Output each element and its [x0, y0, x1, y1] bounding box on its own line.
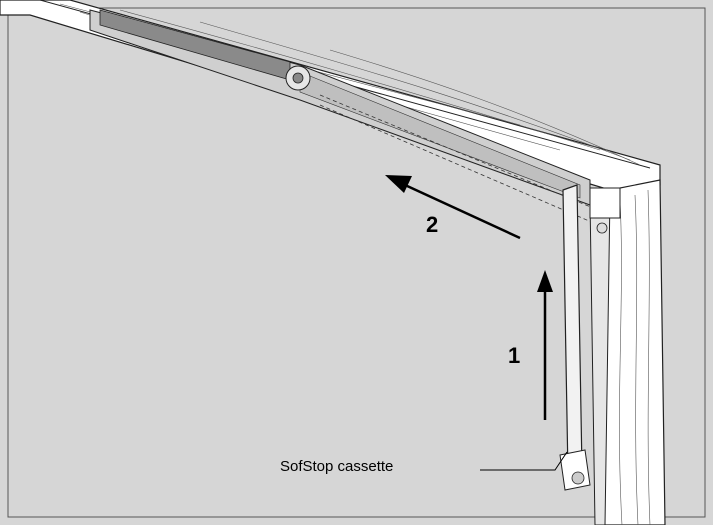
step-1-label: 1 [508, 343, 521, 368]
cassette-bolt-icon [571, 471, 585, 485]
callout-leader-line [480, 451, 568, 471]
arrow-1-head [537, 270, 553, 292]
step-2-label: 2 [426, 212, 439, 237]
panel-border [7, 7, 706, 518]
arrow-2-shaft [404, 183, 521, 240]
sofstop-cassette-label: SofStop cassette [280, 458, 394, 475]
arrow-2-head [385, 175, 412, 193]
roller-hub-icon [292, 72, 304, 84]
hidden-line [319, 94, 611, 216]
hidden-line-2 [319, 104, 611, 231]
corner-fitting [589, 187, 621, 219]
right-frame-grain [619, 189, 651, 525]
corner-screw-icon [596, 222, 608, 234]
